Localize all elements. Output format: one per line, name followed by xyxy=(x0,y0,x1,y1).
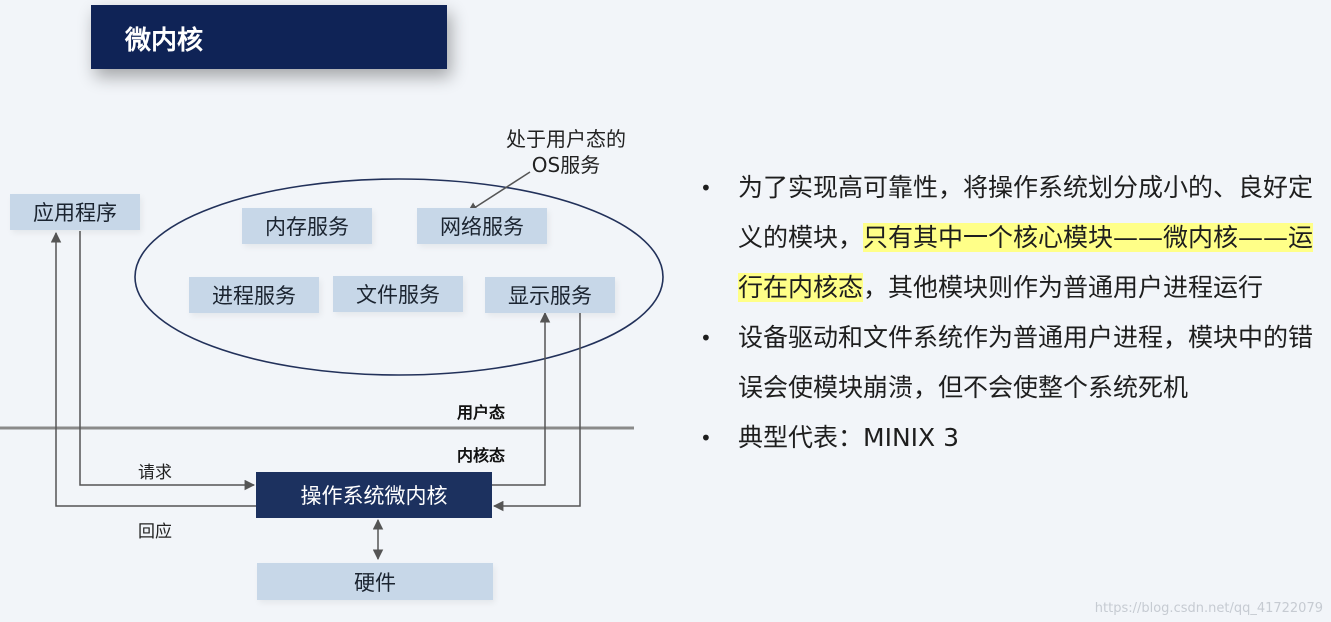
app-box: 应用程序 xyxy=(10,194,140,230)
bullet-list: • 为了实现高可靠性，将操作系统划分成小的、良好定义的模块，只有其中一个核心模块… xyxy=(700,163,1325,463)
kernel-mode-label: 内核态 xyxy=(457,446,506,465)
display-service-box: 显示服务 xyxy=(485,277,615,313)
bullet-marker: • xyxy=(700,326,712,350)
request-arrow xyxy=(79,231,256,491)
kernel-to-display-arrow xyxy=(492,311,551,486)
user-mode-label: 用户态 xyxy=(457,403,506,422)
callout-label: 处于用户态的 OS服务 xyxy=(496,126,636,178)
callout-line-2: OS服务 xyxy=(531,153,601,177)
file-service-box: 文件服务 xyxy=(333,276,463,312)
response-label: 回应 xyxy=(138,522,172,542)
user-services-ellipse xyxy=(134,178,664,376)
bullet-3-text: 典型代表：MINIX 3 xyxy=(738,423,959,452)
display-to-kernel-arrow xyxy=(492,313,581,512)
process-service-box: 进程服务 xyxy=(189,277,319,313)
hardware-box: 硬件 xyxy=(257,563,493,600)
watermark: https://blog.csdn.net/qq_41722079 xyxy=(1094,601,1323,616)
callout-pointer xyxy=(467,171,531,213)
response-arrow xyxy=(50,231,256,507)
title-banner: 微内核 xyxy=(91,5,447,69)
bullet-item-reliability: • 为了实现高可靠性，将操作系统划分成小的、良好定义的模块，只有其中一个核心模块… xyxy=(700,163,1325,313)
request-label: 请求 xyxy=(138,463,172,483)
microkernel-diagram xyxy=(0,171,664,561)
microkernel-box: 操作系统微内核 xyxy=(256,472,492,518)
bullet-marker: • xyxy=(700,426,712,450)
bullet-1-text: 为了实现高可靠性，将操作系统划分成小的、良好定义的模块， xyxy=(738,173,1314,252)
bullet-2-text: 设备驱动和文件系统作为普通用户进程，模块中的错误会使模块崩溃，但不会使整个系统死… xyxy=(738,323,1314,402)
page-title: 微内核 xyxy=(125,26,204,56)
callout-line-1: 处于用户态的 xyxy=(506,127,626,151)
bullet-marker: • xyxy=(700,176,712,200)
bullet-item-drivers: • 设备驱动和文件系统作为普通用户进程，模块中的错误会使模块崩溃，但不会使整个系… xyxy=(700,313,1325,413)
memory-service-box: 内存服务 xyxy=(242,208,372,244)
bullet-1-text-end: ，其他模块则作为普通用户进程运行 xyxy=(863,273,1264,302)
network-service-box: 网络服务 xyxy=(417,208,547,244)
bullet-item-example: • 典型代表：MINIX 3 xyxy=(700,413,1325,463)
